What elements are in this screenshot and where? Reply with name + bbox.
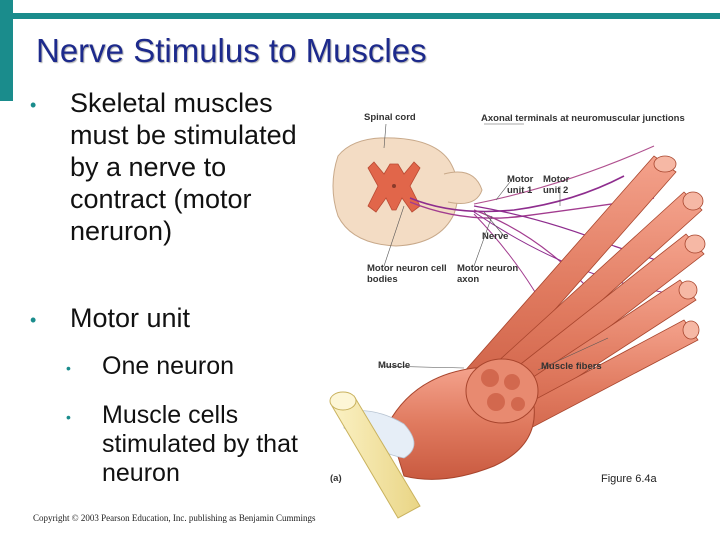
leader-lines [379,123,609,371]
label-motor-neuron-cell-bodies: Motor neuron cell bodies [367,263,447,285]
muscle-bundle-shape [387,358,539,480]
subbullet-marker: • [66,409,71,425]
subbullet-one-neuron: • One neuron [66,352,322,381]
subbullet-text: One neuron [102,352,235,380]
label-axonal-terminals: Axonal terminals at neuromuscular juncti… [481,113,685,124]
bullet-skeletal-muscles: • Skeletal muscles must be stimulated by… [30,87,315,247]
subbullet-text: Muscle cells stimulated by that neuron [102,401,298,487]
subbullet-marker: • [66,360,71,376]
label-motor-neuron-axon: Motor neuron axon [457,263,519,285]
label-muscle-fibers: Muscle fibers [541,361,602,372]
motor-unit-drawing [329,123,706,519]
label-motor-unit-1: Motor unit 1 [507,174,534,196]
motor-unit-illustration: Spinal cord Axonal terminals at neuromus… [324,106,710,526]
label-panel-a: (a) [330,473,342,484]
accent-bar-top [13,13,720,19]
bullet-marker: • [30,310,37,330]
label-motor-unit-2: Motor unit 2 [543,174,570,196]
spinal-cord-shape [332,137,483,247]
label-nerve: Nerve [482,231,509,242]
copyright-notice: Copyright © 2003 Pearson Education, Inc.… [33,513,316,523]
bullet-text: Skeletal muscles must be stimulated by a… [70,88,297,246]
bullet-motor-unit: • Motor unit [30,302,315,334]
bullet-text: Motor unit [70,303,191,333]
label-muscle: Muscle [378,360,411,371]
slide-title: Nerve Stimulus to Muscles [36,32,427,69]
bone-shape [329,391,421,519]
accent-bar-left [0,0,13,101]
label-spinal-cord: Spinal cord [364,112,416,123]
figure-caption: Figure 6.4a [601,473,657,485]
subbullet-muscle-cells: • Muscle cells stimulated by that neuron [66,401,322,488]
bullet-marker: • [30,95,37,115]
